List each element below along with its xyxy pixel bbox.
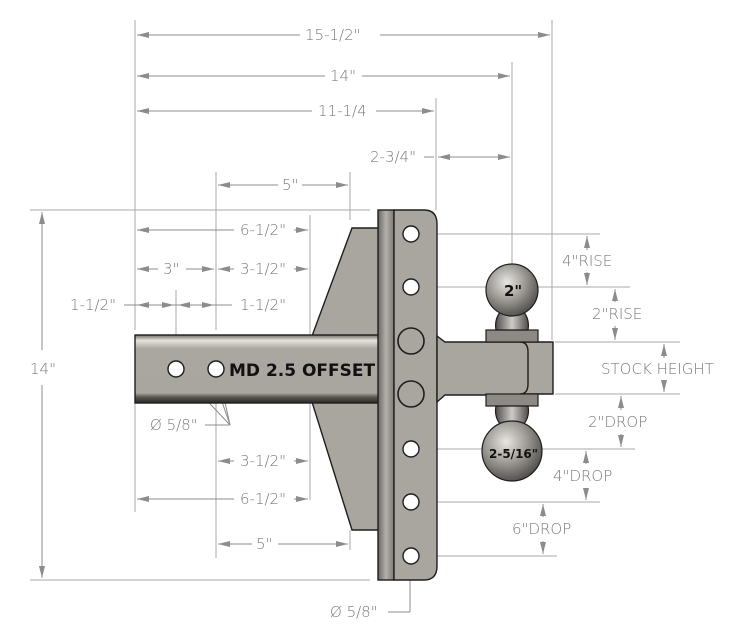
plate-pin-hole-2 <box>397 380 425 408</box>
dim-top-3-1-2: 3-1/2" <box>240 260 286 278</box>
top-ball-size: 2" <box>504 282 522 300</box>
shank-hole-1 <box>167 360 185 378</box>
dim-bottom-3-1-2: 3-1/2" <box>240 452 286 470</box>
bottom-ball-size: 2-5/16" <box>489 447 538 461</box>
plate-hole-1 <box>402 225 420 243</box>
dim-hole-spacing-left: 1-1/2" <box>70 296 116 314</box>
ball-mount-arm <box>436 334 531 404</box>
top-ball <box>485 263 539 317</box>
plate-strip <box>377 209 395 581</box>
plate-hole-4 <box>402 493 420 511</box>
bottom-ball <box>481 420 543 482</box>
dim-length-to-top-ball: 14" <box>330 67 356 85</box>
pos-rise-4: 4"RISE <box>562 252 612 270</box>
dim-plate-hole-dia: Ø 5/8" <box>330 603 378 621</box>
product-label: MD 2.5 OFFSET <box>229 361 376 381</box>
upper-gusset <box>310 227 381 337</box>
dim-shank-hole-dia: Ø 5/8" <box>150 416 198 434</box>
dim-gusset-bottom: 5" <box>256 535 272 553</box>
pos-stock-height: STOCK HEIGHT <box>601 360 714 378</box>
dim-overall-height: 14" <box>30 360 56 378</box>
labels: MD 2.5 OFFSET 2" 2-5/16" 15-1/2" 14" 11-… <box>30 26 714 621</box>
dim-top-3: 3" <box>163 260 179 278</box>
dim-bottom-6-1-2: 6-1/2" <box>240 490 286 508</box>
pos-rise-2: 2"RISE <box>592 305 642 323</box>
dim-gusset-top: 5" <box>282 176 298 194</box>
plate-hole-5 <box>402 547 420 565</box>
plate-hole-2 <box>402 278 420 296</box>
dim-overall-length: 15-1/2" <box>305 26 361 44</box>
lower-gusset <box>311 401 381 531</box>
plate-hole-3 <box>402 440 420 458</box>
dim-length-to-plate: 11-1/4 <box>318 102 367 120</box>
shank-hole-2 <box>207 360 225 378</box>
pos-drop-2: 2"DROP <box>588 413 647 431</box>
plate-pin-hole-1 <box>397 327 425 355</box>
hitch-part <box>134 209 554 581</box>
dim-ball-offset: 2-3/4" <box>370 148 416 166</box>
dim-hole-spacing-right: 1-1/2" <box>240 296 286 314</box>
pos-drop-4: 4"DROP <box>553 467 612 485</box>
pos-drop-6: 6"DROP <box>512 520 571 538</box>
dim-top-6-1-2: 6-1/2" <box>240 221 286 239</box>
